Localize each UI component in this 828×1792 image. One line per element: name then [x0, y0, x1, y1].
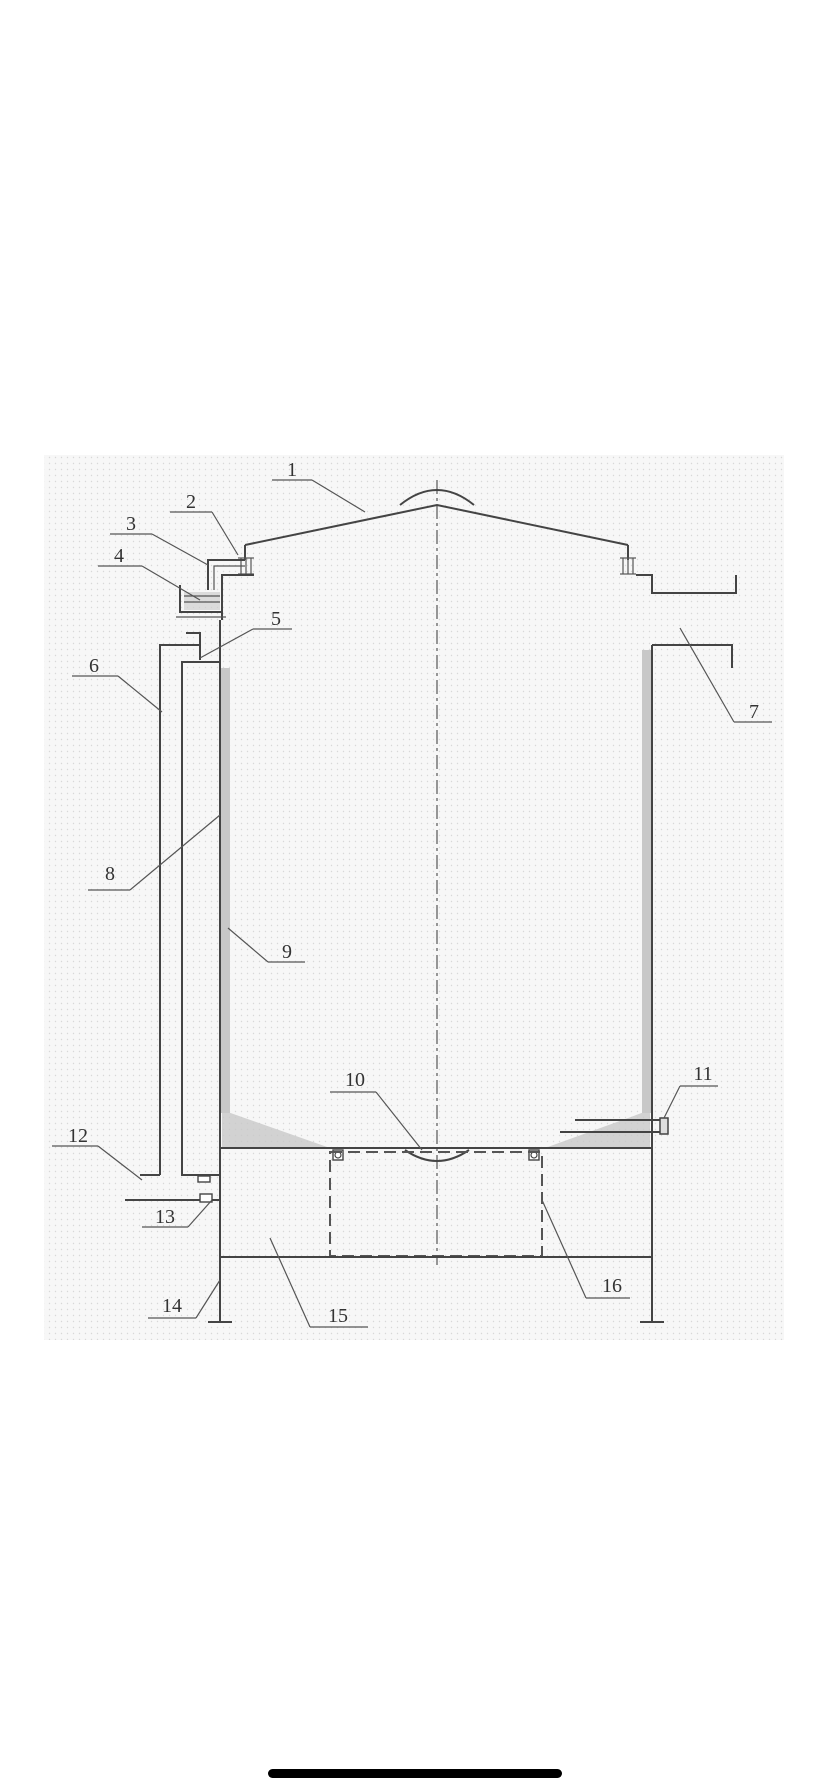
callout-label-11: 11: [693, 1063, 712, 1085]
callout-2: 2: [170, 491, 239, 556]
callout-7: 7: [679, 627, 772, 723]
callout-label-2: 2: [186, 491, 196, 513]
callout-label-8: 8: [105, 863, 115, 885]
wall-insulation-left: [220, 668, 230, 1113]
callout-16: 16: [541, 1199, 630, 1299]
callout-8: 8: [88, 814, 221, 891]
callout-label-9: 9: [282, 941, 292, 963]
callout-label-15: 15: [328, 1305, 348, 1327]
callout-11: 11: [663, 1063, 718, 1119]
callout-5: 5: [199, 608, 292, 659]
valve-fitting-13: [125, 1193, 220, 1203]
callout-label-1: 1: [287, 459, 297, 481]
wall-insulation-right: [642, 650, 652, 1113]
bottom-cone-shading: [222, 1110, 330, 1148]
home-indicator-bar[interactable]: [268, 1769, 562, 1778]
callout-label-4: 4: [114, 545, 124, 567]
callout-6: 6: [72, 655, 163, 713]
support-frame: [208, 1148, 664, 1323]
callout-4: 4: [98, 545, 201, 601]
callout-3: 3: [110, 513, 209, 566]
callout-label-10: 10: [345, 1069, 365, 1091]
outlet-nozzle: [652, 644, 733, 668]
callout-9: 9: [227, 927, 305, 963]
callout-14: 14: [148, 1279, 221, 1319]
callout-label-14: 14: [162, 1295, 182, 1317]
callout-label-5: 5: [271, 608, 281, 630]
callout-label-7: 7: [749, 701, 759, 723]
callout-15: 15: [269, 1237, 368, 1328]
vent-pipe-inner: [213, 565, 245, 590]
callout-label-6: 6: [89, 655, 99, 677]
callout-label-16: 16: [602, 1275, 622, 1297]
callout-label-13: 13: [155, 1206, 175, 1228]
callout-1: 1: [272, 459, 366, 513]
drain-valve: [560, 1117, 669, 1135]
callout-label-12: 12: [68, 1125, 88, 1147]
bottom-outlet: [404, 1149, 470, 1162]
diagram-panel: [44, 455, 784, 1340]
connector-pipe: [186, 632, 201, 660]
callout-label-3: 3: [126, 513, 136, 535]
callout-12: 12: [52, 1125, 143, 1181]
callout-13: 13: [142, 1199, 213, 1228]
vent-pipe: [207, 559, 245, 590]
top-rim-right: [636, 574, 737, 594]
callout-10: 10: [330, 1069, 423, 1151]
outer-jacket: [159, 644, 200, 1175]
roof-seal-right: [620, 557, 636, 575]
column-base-fitting: [197, 1175, 211, 1183]
